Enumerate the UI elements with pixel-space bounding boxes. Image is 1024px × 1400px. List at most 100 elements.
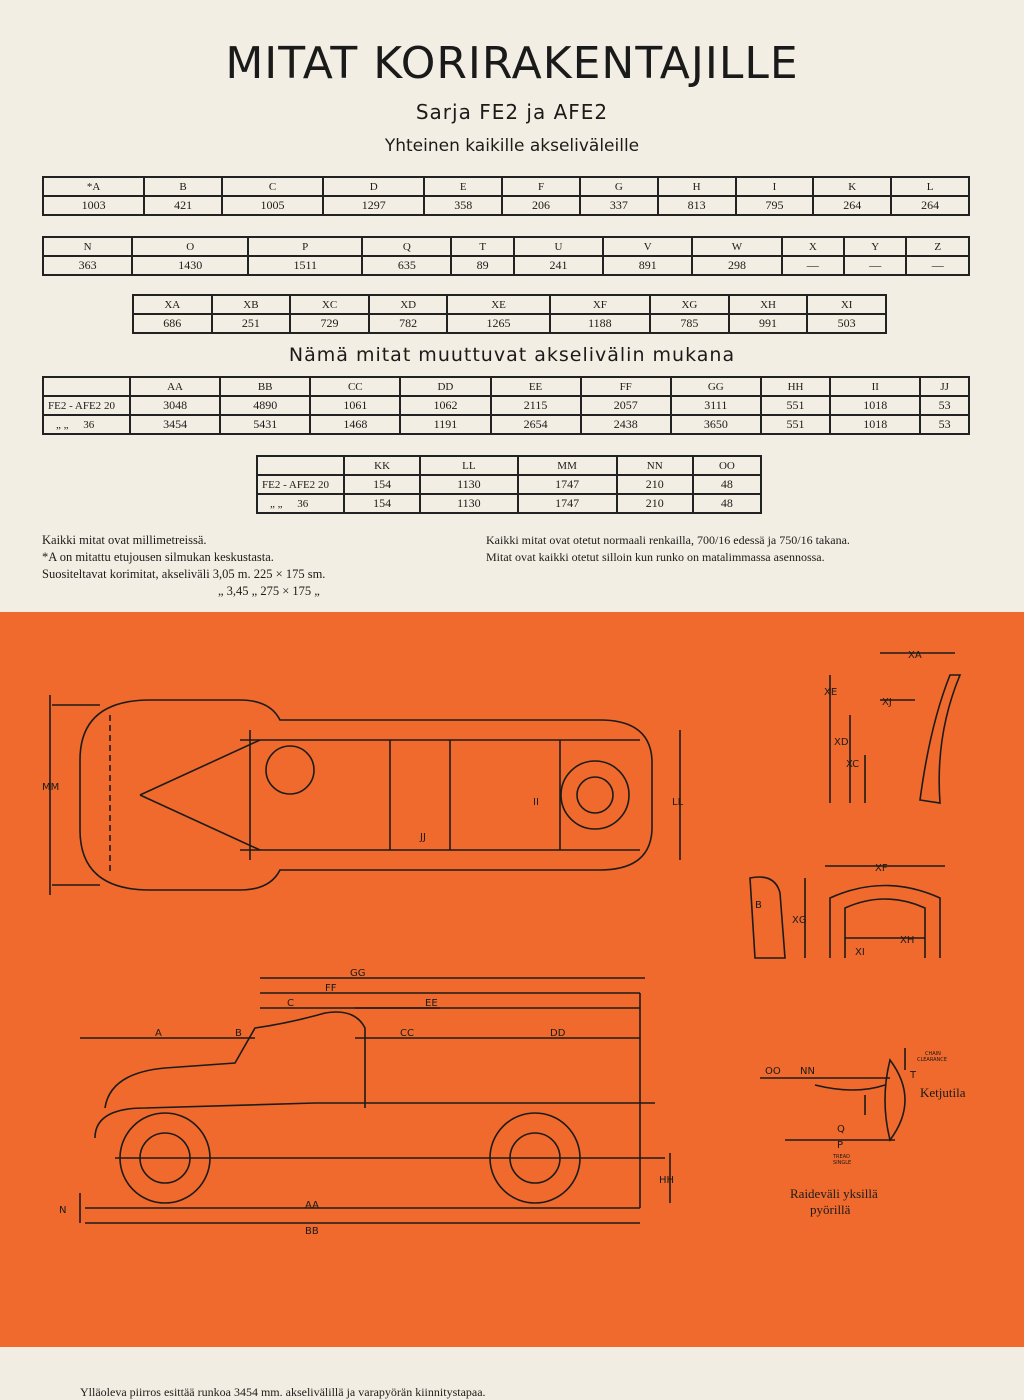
table-cell: 1062 <box>399 395 492 416</box>
label-ii: II <box>533 797 539 808</box>
notes-left: Kaikki mitat ovat millimetreissä. *A on … <box>42 532 325 600</box>
table-cell: 3454 <box>128 414 222 435</box>
table-cell: 1188 <box>548 313 652 334</box>
table-cell: 1297 <box>322 195 426 216</box>
table-row: 363 1430 1511 635 89 241 891 298 — — — <box>41 255 970 276</box>
common-dims-table-3: XA XB XC XD XE XF XG XH XI 686 251 729 7… <box>132 294 887 334</box>
track-label-line1: Raideväli yksillä <box>790 1186 878 1201</box>
table-cell: 53 <box>919 395 970 416</box>
table-header-cell: XB <box>210 294 292 315</box>
table-header-cell: XG <box>649 294 730 315</box>
table-header-cell: GG <box>669 376 762 397</box>
wheelbase-code: 20 <box>317 478 329 491</box>
label-bb: BB <box>305 1226 319 1237</box>
label-dd: DD <box>550 1028 566 1039</box>
table-cell: 1130 <box>419 474 519 495</box>
model-label: „ „ <box>56 418 69 431</box>
drawing-panel <box>0 612 1024 1347</box>
side-elevation-drawing: GG FF C EE A B CC DD N AA BB HH <box>59 968 674 1237</box>
label-nn: NN <box>800 1066 815 1077</box>
table-cell: 729 <box>289 313 370 334</box>
track-label-line2: pyörillä <box>810 1202 851 1217</box>
table-cell: 1061 <box>309 395 402 416</box>
table-cell: 2115 <box>489 395 582 416</box>
varying-dims-heading: Nämä mitat muuttuvat akselivälin mukana <box>288 344 736 366</box>
table-header-cell: X <box>780 236 846 257</box>
table-cell: 337 <box>578 195 659 216</box>
label-xg: XG <box>792 915 807 926</box>
table-header-cell: XI <box>806 294 887 315</box>
label-ll: LL <box>672 797 684 808</box>
table-header-cell: BB <box>219 376 312 397</box>
wheelbase-dims-table-1: AA BB CC DD EE FF GG HH II JJ FE2 - AFE2… <box>42 376 970 435</box>
table-cell: 991 <box>727 313 809 334</box>
common-dims-heading: Yhteinen kaikille akseliväleille <box>384 136 640 156</box>
table-header-cell: Z <box>905 236 970 257</box>
table-cell: 1003 <box>41 195 146 216</box>
table-cell: 264 <box>890 195 970 216</box>
table-header-cell: Y <box>843 236 908 257</box>
model-label: FE2 - AFE2 <box>262 478 316 491</box>
table-header-cell: D <box>322 176 426 197</box>
table-cell: 813 <box>656 195 737 216</box>
common-dims-table-1: *A B C D E F G H I K L 1003 421 1005 129… <box>41 176 970 216</box>
table-header-cell: T <box>450 236 515 257</box>
table-cell: 264 <box>812 195 893 216</box>
table-cell: 2654 <box>489 414 582 435</box>
table-header-cell: DD <box>399 376 492 397</box>
table-header-cell: I <box>734 176 815 197</box>
table-header-row: KK LL MM NN OO <box>256 455 763 476</box>
table-header-cell: HH <box>759 376 832 397</box>
table-cell: 891 <box>602 255 694 276</box>
table-header-cell: EE <box>489 376 582 397</box>
wheelbase-code: 20 <box>103 399 115 412</box>
table-header-cell: W <box>691 236 783 257</box>
chain-clearance-drawing: OO NN T Q P CHAIN CLEARANCE TREAD SINGLE… <box>760 1048 966 1217</box>
table-cell: 53 <box>919 414 970 435</box>
table-cell: 206 <box>501 195 581 216</box>
cowl-section-drawing: XF B XG XH XI <box>749 863 945 959</box>
label-mm: MM <box>42 782 59 793</box>
table-header-cell: U <box>512 236 605 257</box>
label-q: Q <box>837 1124 845 1135</box>
chain-label: CHAIN <box>925 1051 941 1057</box>
table-cell: 1005 <box>220 195 325 216</box>
table-cell: 358 <box>423 195 504 216</box>
label-t: T <box>909 1070 917 1081</box>
label-xe: XE <box>824 687 837 698</box>
table-cell: 1468 <box>309 414 402 435</box>
table-header-cell: XF <box>548 294 652 315</box>
table-row: „ „ 36 3454 5431 1468 1191 2654 2438 365… <box>42 414 970 435</box>
wheelbase-code: 36 <box>297 497 309 510</box>
chassis-plan-drawing: MM LL JJ II <box>42 695 684 895</box>
table-row: FE2 - AFE2 20 154 1130 1747 210 48 <box>256 474 763 495</box>
table-cell: 48 <box>691 493 763 514</box>
table-header-cell: B <box>143 176 223 197</box>
table-cell: 785 <box>649 313 730 334</box>
single-label: SINGLE <box>833 1160 851 1166</box>
table-cell: 1747 <box>516 474 618 495</box>
label-xc: XC <box>846 759 859 770</box>
label-xf: XF <box>875 863 888 874</box>
model-label: FE2 - AFE2 <box>48 399 102 412</box>
table-cell: 89 <box>450 255 515 276</box>
table-header-cell: XC <box>289 294 370 315</box>
label-xi: XI <box>855 947 865 958</box>
label-xa: XA <box>908 650 922 661</box>
table-header-cell: P <box>247 236 364 257</box>
table-header-cell: XD <box>367 294 449 315</box>
table-header-cell: C <box>220 176 325 197</box>
note-line: Suositeltavat korimitat, akseliväli 3,05… <box>42 567 326 581</box>
table-cell: 4890 <box>219 395 312 416</box>
wheelbase-dims-table-2: KK LL MM NN OO FE2 - AFE2 20 154 1130 17… <box>256 455 763 514</box>
table-cell: 1430 <box>131 255 250 276</box>
table-cell: 1511 <box>247 255 364 276</box>
table-header-cell: G <box>578 176 659 197</box>
table-header-cell: *A <box>41 176 146 197</box>
table-row: „ „ 36 154 1130 1747 210 48 <box>256 493 763 514</box>
table-cell: 551 <box>759 414 832 435</box>
table-cell: — <box>780 255 846 276</box>
drawing-caption: Ylläoleva piirros esittää runkoa 3454 mm… <box>80 1385 486 1399</box>
label-gg: GG <box>350 968 366 979</box>
table-row: 686 251 729 782 1265 1188 785 991 503 <box>132 313 887 334</box>
